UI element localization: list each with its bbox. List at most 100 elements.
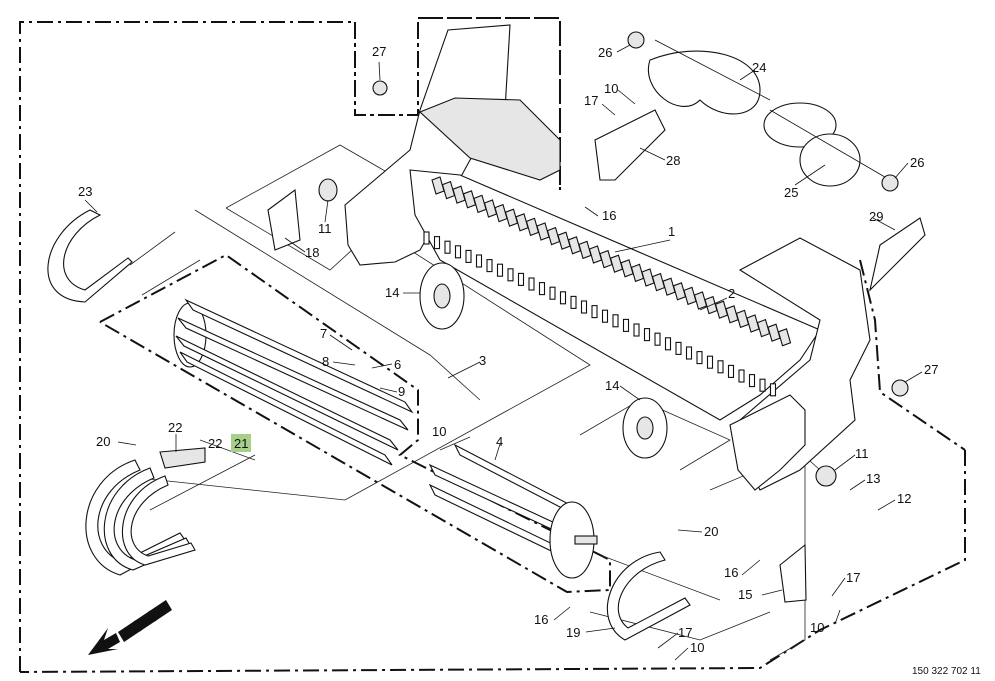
callout-17-right: 17 (846, 570, 860, 585)
callout-10-bottom: 10 (690, 640, 704, 655)
callout-9: 9 (398, 384, 405, 399)
shield-19 (607, 551, 691, 641)
lower-right-plate (729, 394, 806, 491)
frame-rotor-assembly (99, 253, 611, 594)
callout-17-top: 17 (584, 93, 598, 108)
callout-4: 4 (496, 434, 503, 449)
tine-slot (517, 272, 525, 286)
tine-slot (706, 355, 714, 369)
callout-1: 1 (668, 224, 675, 239)
rotor-left (173, 298, 414, 466)
bearing-26-right (881, 174, 899, 192)
disc-right-14 (622, 397, 668, 459)
shield-29 (869, 217, 926, 292)
tine-slot (601, 309, 609, 323)
tine-slot (738, 369, 745, 383)
callout-26-right: 26 (910, 155, 924, 170)
tine-slot (685, 346, 693, 360)
header-frame (344, 24, 871, 491)
callout-13: 13 (866, 471, 880, 486)
frame-27-box (354, 22, 419, 116)
tine-slot (423, 231, 430, 245)
callout-16-right: 16 (724, 565, 738, 580)
callout-7: 7 (320, 326, 327, 341)
rotor-right (428, 443, 598, 579)
callout-16-top: 16 (602, 208, 616, 223)
tine-slot (612, 314, 619, 328)
tine-slot (696, 351, 703, 365)
tine-rows (423, 176, 792, 397)
shields (47, 109, 926, 641)
disc-left-14 (419, 262, 465, 330)
tine-slot (454, 245, 462, 259)
callout-12: 12 (897, 491, 911, 506)
bearing-11-right (815, 465, 837, 487)
rotor-right-shaft (574, 535, 598, 545)
callout-14-right: 14 (605, 378, 619, 393)
shield-15 (779, 543, 807, 603)
callout-20-right: 20 (704, 524, 718, 539)
auger-25 (763, 102, 891, 187)
tine-slot (717, 360, 724, 374)
callout-15: 15 (738, 587, 752, 602)
tine-slot (528, 277, 535, 291)
callout-29: 29 (869, 209, 883, 224)
tine-slot (759, 378, 766, 392)
rotor-left-bar-3 (184, 298, 414, 414)
tine-slot (538, 282, 546, 296)
callout-26-top: 26 (598, 45, 612, 60)
auger-24 (647, 39, 771, 115)
callout-22-left: 22 (168, 420, 182, 435)
callout-6: 6 (394, 357, 401, 372)
tine-slot (633, 323, 640, 337)
callout-11-right: 11 (855, 446, 869, 461)
direction-arrow-icon (88, 600, 172, 655)
tine-slot (465, 249, 472, 263)
tine (777, 328, 792, 347)
callout-10-right: 10 (810, 620, 824, 635)
callout-22-right: 22 (208, 436, 222, 451)
tine-slot (433, 236, 441, 250)
bearing-27-top (372, 80, 388, 96)
tine-slot (507, 268, 514, 282)
bearing-11-left (318, 178, 338, 202)
callout-3: 3 (479, 353, 486, 368)
document-number: 150 322 702 11 (912, 666, 981, 677)
callout-17-bottom: 17 (678, 625, 692, 640)
tine-slot (580, 300, 588, 314)
shield-23 (47, 209, 133, 303)
callout-8: 8 (322, 354, 329, 369)
tine-slot (549, 286, 556, 300)
callout-20-left: 20 (96, 434, 110, 449)
callout-27-right: 27 (924, 362, 938, 377)
shield-18 (267, 188, 301, 251)
tine-slot (769, 383, 777, 397)
bearing-26-top (627, 31, 645, 49)
tine-slot (591, 305, 598, 319)
tine-slot (654, 332, 661, 346)
callout-18: 18 (305, 245, 319, 260)
callout-10-top: 10 (604, 81, 618, 96)
rotor-left-bar-1 (177, 317, 409, 431)
callout-23: 23 (78, 184, 92, 199)
callout-28: 28 (666, 153, 680, 168)
tine-slot (664, 337, 672, 351)
callout-11-left: 11 (318, 221, 332, 236)
rotor-left-bar-2 (175, 335, 399, 451)
tine-slot (675, 341, 682, 355)
callout-27-top: 27 (372, 44, 386, 59)
callout-2: 2 (728, 286, 735, 301)
tine-slot (622, 318, 630, 332)
callout-24: 24 (752, 60, 766, 75)
shield-28 (594, 109, 666, 181)
callout-16-bottom: 16 (534, 612, 548, 627)
callout-10-rotor: 10 (432, 424, 446, 439)
callout-21: 21 (234, 436, 248, 451)
callout-19: 19 (566, 625, 580, 640)
tine-slot (727, 364, 735, 378)
callout-25: 25 (784, 185, 798, 200)
assembly-frames (19, 17, 966, 673)
callout-14-left: 14 (385, 285, 399, 300)
rotor-left-bar-4 (179, 351, 393, 466)
